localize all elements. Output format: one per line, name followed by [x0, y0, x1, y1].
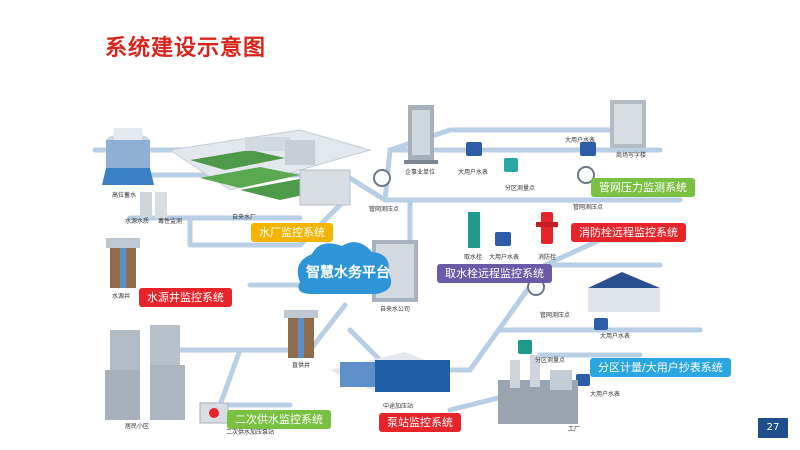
fire-hydrant-icon — [536, 212, 558, 244]
label-pump-station: 中途加压站 — [383, 403, 414, 410]
tag-secondary-supply: 二次供水监控系统 — [227, 410, 331, 429]
label-big-meter-1: 大用户水表 — [458, 169, 489, 176]
label-commercial: 商场写字楼 — [616, 152, 647, 159]
page-number-badge: 27 — [758, 418, 788, 438]
enterprise-building — [404, 105, 438, 164]
water-plant-illustration — [140, 129, 372, 218]
label-toxicity: 毒性监测 — [158, 218, 183, 225]
label-water-quality: 水源水质 — [125, 218, 150, 225]
label-pressure-3: 管网测压点 — [540, 312, 571, 319]
tag-water-source-well: 水源井监控系统 — [139, 288, 232, 307]
page-title: 系统建设示意图 — [105, 36, 267, 61]
tag-water-plant: 水厂监控系统 — [251, 223, 333, 242]
tag-zone-metering: 分区计量/大用户抄表系统 — [590, 358, 731, 377]
label-big-meter-3: 大用户水表 — [489, 254, 520, 261]
label-pressure-2: 管网测压点 — [573, 204, 604, 211]
label-water-plant: 自来水厂 — [232, 214, 257, 221]
source-well-illustration — [106, 238, 140, 288]
tag-fire-hydrant: 消防栓远程监控系统 — [571, 223, 686, 242]
label-factory: 工厂 — [568, 426, 581, 433]
label-residential: 居民小区 — [125, 423, 150, 430]
label-big-meter-5: 大用户水表 — [590, 391, 621, 398]
tag-water-intake-hydrant: 取水栓远程监控系统 — [437, 264, 552, 283]
meter-devices — [466, 142, 608, 386]
label-company: 自来水公司 — [380, 306, 411, 313]
label-zone-point-1: 分区测量点 — [505, 185, 536, 192]
residential-buildings — [105, 325, 185, 420]
label-pressure-1: 管网测压点 — [369, 206, 400, 213]
pump-station — [330, 352, 450, 392]
pressure-gauges — [373, 166, 595, 296]
label-secondary-station: 二次供水加压泵站 — [226, 429, 275, 436]
secondary-supply-station — [199, 402, 229, 424]
label-big-meter-4: 大用户水表 — [600, 333, 631, 340]
label-intake-hydrant: 取水栓 — [464, 254, 483, 261]
label-enterprise: 企事业单位 — [405, 169, 436, 176]
tag-pump-station: 泵站监控系统 — [379, 413, 461, 432]
villa-building — [588, 272, 660, 312]
label-fire-hydrant: 消防栓 — [538, 254, 557, 261]
deep-well-illustration — [284, 310, 318, 358]
platform-cloud — [297, 242, 392, 294]
label-reservoir: 高位蓄水 — [112, 192, 137, 199]
factory-illustration — [498, 355, 578, 424]
label-deep-well: 直供井 — [292, 362, 311, 369]
platform-label: 智慧水务平台 — [306, 265, 390, 281]
reservoir-tank — [102, 128, 154, 185]
label-zone-point-2: 分区测量点 — [535, 357, 566, 364]
label-big-meter-2: 大用户水表 — [565, 137, 596, 144]
commercial-building — [610, 100, 646, 148]
tag-pipe-pressure: 管网压力监测系统 — [591, 178, 695, 197]
label-source-well: 水源井 — [112, 293, 131, 300]
